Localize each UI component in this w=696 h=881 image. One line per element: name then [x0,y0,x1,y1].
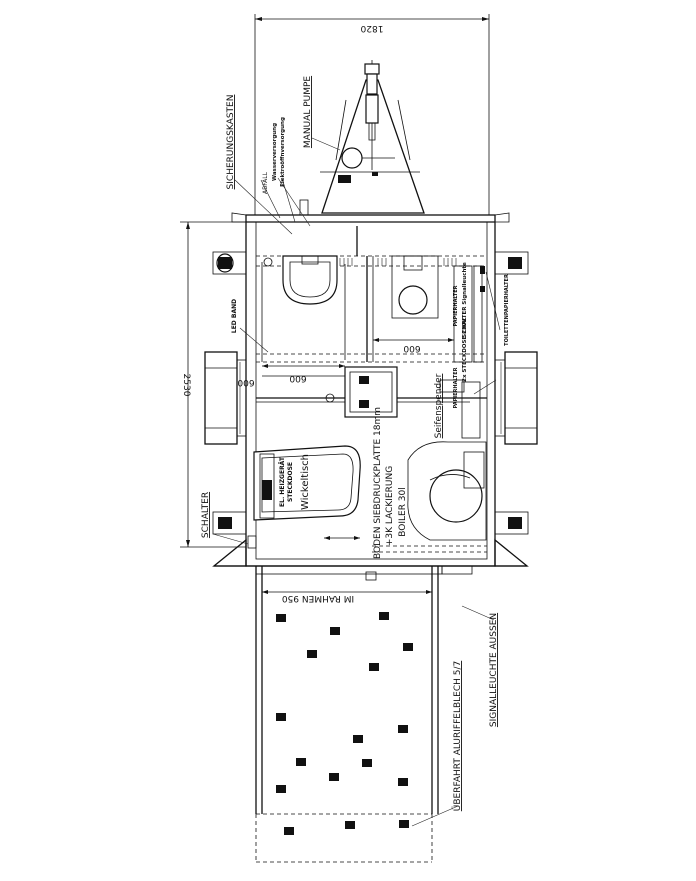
signal-light-label: SIGNALLEUCHTE AUSSEN [489,613,499,727]
support-jack-rear-left [212,511,247,535]
water-supply-label: Wasserversorgung [272,123,278,181]
light-switch-label: SCHALTER Signalleuchte [462,262,468,338]
wall-hatching [339,258,457,266]
inner-frame-label: IM RAHMEN 950 [282,593,355,603]
wheel-left [204,351,247,445]
toilet-paper-holder-label: TOILETTENPAPIERHALTER [504,274,510,346]
partition-wall [256,366,487,439]
power-supply-label: Elektroöffnversorgung [280,117,286,187]
socket-230v-label: 2x STECKDOSE 230V [462,317,468,381]
changing-table-label: Wickeltisch [300,454,311,510]
spacing-3-label: 600 [237,377,254,387]
switch-label: SCHALTER [201,492,211,538]
paper-holder-label-2: PAPIERHALTER [453,285,459,326]
soap-dispenser-label: Seifenspender [434,373,444,438]
heater-label: EL. HEIZGERÄT [279,456,286,507]
waste-label: ABFALL [262,171,269,194]
fuse-box-label: SICHERUNGSKASTEN [226,95,236,190]
support-jack-front-right [494,251,529,275]
width-dimension-label: 1820 [360,23,383,33]
width-dimension: 1820 [254,14,490,215]
leader-lines [212,137,501,827]
toilet [391,255,439,319]
toilet-area [256,199,487,363]
manual-pump-label: MANUAL PUMPE [303,76,313,148]
support-jack-front-left [212,251,247,275]
boiler-label: BOILER 30l [398,487,408,537]
lacquer-label: +3K LACKIERUNG [385,466,395,546]
support-jack-rear-right [494,511,529,535]
length-dimension: 2530 [180,221,246,548]
wheel-right [494,351,538,445]
changing-table: Wickeltisch EL. HEIZGERÄT STECKDOSE [253,445,361,521]
rear-door [247,535,487,581]
spacing-2-label: 600 [403,343,420,353]
socket-label: STECKDOSE [287,462,294,502]
spacing-dimensions: 600 600 600 [237,338,487,387]
floor-board-label: BODEN SIEBDRUCKPLATTE 18mm [373,407,383,559]
spacing-1-label: 600 [289,373,306,383]
paper-holder-label-1: PAPIERHALTER [453,367,459,408]
led-strip-label: LED BAND [231,299,238,333]
washbasin [282,255,338,305]
boiler [407,441,487,541]
manual-pump-icon [341,147,363,169]
length-dimension-label: 2530 [181,374,191,397]
floor-labels: BODEN SIEBDRUCKPLATTE 18mm +3K LACKIERUN… [373,373,444,559]
drawbar [320,60,425,214]
tread-plate-pattern [276,175,413,835]
ramp-label: ÜBERFAHRT ALURIFFELBLECH 5/7 [452,661,463,811]
ramp: IM RAHMEN 950 [255,175,439,863]
